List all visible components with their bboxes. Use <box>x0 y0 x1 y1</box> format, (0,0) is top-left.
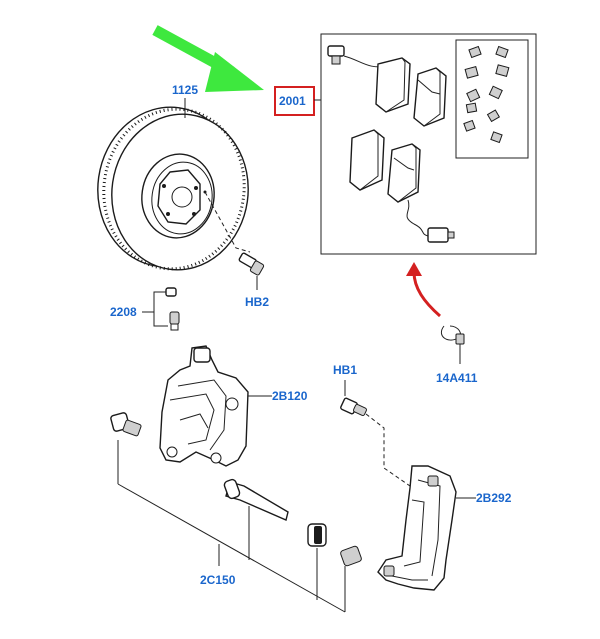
green-pointer-arrow <box>152 25 264 92</box>
red-pointer-arrow <box>406 262 441 318</box>
bleed-screw <box>165 287 180 331</box>
caliper-bolt-hb1-label-group[interactable]: HB1 <box>333 363 357 396</box>
wear-sensor-label-group[interactable]: 14A411 <box>436 344 478 385</box>
caliper-bracket <box>377 465 457 591</box>
guide-pin-kit-label-group[interactable]: 2C150 <box>200 573 236 587</box>
caliper-bolt-label: HB1 <box>333 363 357 377</box>
bracket-label-group[interactable]: 2B292 <box>456 491 512 505</box>
caliper-bolt-hb1 <box>340 397 367 417</box>
carrier-bolt-label: HB2 <box>245 295 269 309</box>
guide-pin <box>223 478 289 521</box>
pad-kit-label: 2001 <box>279 94 306 108</box>
rotor-label: 1125 <box>172 83 198 97</box>
wear-sensor-label: 14A411 <box>436 371 478 385</box>
brake-pad-upper-left <box>375 57 411 113</box>
brake-pad-upper-right <box>413 67 447 127</box>
guide-pin-kit-bracket-lines <box>117 440 346 613</box>
pad-kit-label-group[interactable]: 2001 <box>274 86 321 116</box>
brake-pad-lower-left <box>349 129 385 191</box>
lower-wear-sensor <box>406 199 455 243</box>
brake-pad-lower-right <box>387 143 421 203</box>
wear-sensor-part <box>440 325 465 345</box>
caliper-label: 2B120 <box>272 389 308 403</box>
pad-kit-panel <box>320 33 537 255</box>
bleed-screw-label: 2208 <box>110 305 137 319</box>
caliper-label-group[interactable]: 2B120 <box>248 389 308 403</box>
bleed-screw-label-group[interactable]: 2208 <box>110 291 168 327</box>
carrier-bolt-label-group[interactable]: HB2 <box>245 276 269 309</box>
carrier-bolt-hb2 <box>238 252 265 276</box>
brake-rotor <box>97 106 249 271</box>
guide-pin-boot <box>307 523 327 547</box>
guide-pin-bolt <box>110 412 142 437</box>
brake-caliper <box>159 345 249 467</box>
guide-pin-kit-label: 2C150 <box>200 573 236 587</box>
bracket-label: 2B292 <box>476 491 512 505</box>
guide-pin-cap <box>340 545 362 567</box>
pad-kit-highlight-box <box>274 86 315 116</box>
pad-clips <box>463 45 510 144</box>
rotor-label-group[interactable]: 1125 <box>172 83 198 118</box>
